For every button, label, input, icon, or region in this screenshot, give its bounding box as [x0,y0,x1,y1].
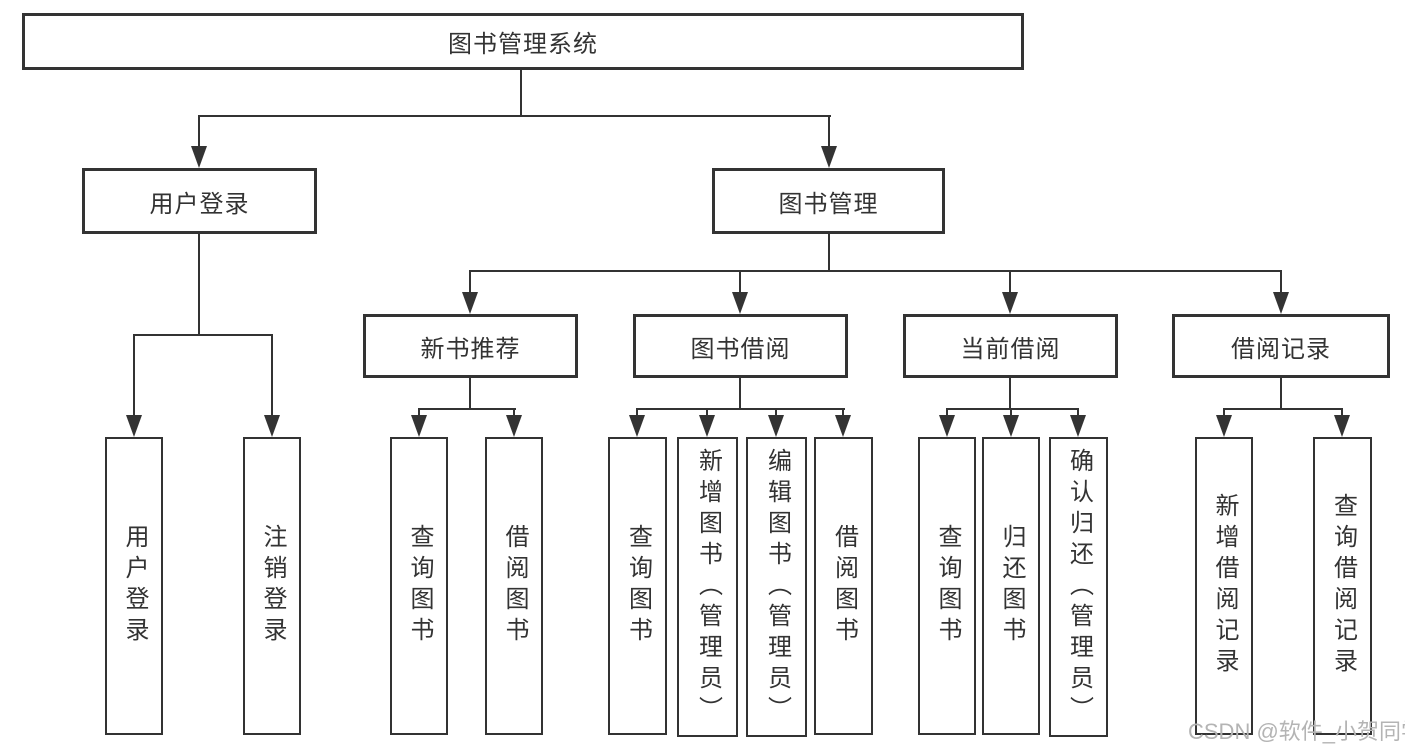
arrow-down-icon [1070,415,1086,437]
leaf-user-login: 用户登录 [105,437,163,735]
node-library-management-system: 图书管理系统 [22,13,1024,70]
leaf-query-books-borrowing: 查询图书 [608,437,667,735]
connector-drop-leaf [706,408,708,418]
arrow-down-icon [411,415,427,437]
leaf-confirm-return-admin: 确认归还（管理员） [1049,437,1108,737]
connector-rail [946,408,1079,410]
arrow-down-icon [835,415,851,437]
connector-user-login-rail [133,334,273,336]
connector-drop-leaf [418,408,420,418]
arrow-down-icon [1334,415,1350,437]
connector-drop-leaf [636,408,638,418]
connector-level3-rail [469,270,1282,272]
connector-drop-leaf [1010,408,1012,418]
arrow-down-icon [126,415,142,437]
connector-rail [1223,408,1343,410]
arrow-down-icon [1002,292,1018,314]
connector-drop-current-borrow [1009,270,1011,294]
connector-drop-new-book [469,270,471,294]
connector-drop-book-borrow [739,270,741,294]
connector-root-stem [520,70,522,117]
connector-drop-leaf [1077,408,1079,418]
arrow-down-icon [1003,415,1019,437]
arrow-down-icon [506,415,522,437]
leaf-logout: 注销登录 [243,437,301,735]
connector-user-login-stem [198,234,200,336]
arrow-down-icon [1216,415,1232,437]
leaf-add-borrow-record: 新增借阅记录 [1195,437,1253,735]
leaf-borrow-books-recommend: 借阅图书 [485,437,543,735]
arrow-down-icon [1273,292,1289,314]
connector-rail [418,408,516,410]
node-current-borrowing: 当前借阅 [903,314,1118,378]
node-user-login: 用户登录 [82,168,317,234]
arrow-down-icon [191,146,207,168]
arrow-down-icon [699,415,715,437]
connector-drop-leaf [133,334,135,417]
leaf-edit-books-admin: 编辑图书（管理员） [746,437,807,737]
connector-drop-borrow-record [1280,270,1282,294]
node-book-management: 图书管理 [712,168,945,234]
connector-drop-leaf [513,408,515,418]
connector-drop-leaf [1223,408,1225,418]
arrow-down-icon [732,292,748,314]
arrow-down-icon [768,415,784,437]
connector-rail [636,408,845,410]
connector-stem [469,378,471,410]
connector-drop-book-management [828,115,830,148]
leaf-query-borrow-record: 查询借阅记录 [1313,437,1372,735]
connector-stem [1280,378,1282,410]
arrow-down-icon [629,415,645,437]
node-book-borrowing: 图书借阅 [633,314,848,378]
leaf-query-books-recommend: 查询图书 [390,437,448,735]
leaf-add-books-admin: 新增图书（管理员） [677,437,738,737]
connector-drop-user-login [198,115,200,148]
connector-drop-leaf [1341,408,1343,418]
leaf-query-books-current: 查询图书 [918,437,976,735]
connector-book-mgmt-stem [828,234,830,272]
connector-stem [739,378,741,410]
leaf-borrow-books-borrowing: 借阅图书 [814,437,873,735]
node-borrowing-records: 借阅记录 [1172,314,1390,378]
connector-drop-leaf [271,334,273,417]
connector-drop-leaf [775,408,777,418]
arrow-down-icon [264,415,280,437]
connector-level1-rail [198,115,831,117]
leaf-return-books: 归还图书 [982,437,1040,735]
connector-drop-leaf [842,408,844,418]
csdn-watermark: CSDN @软件_小贺同学 [1188,719,1405,744]
node-new-book-recommendation: 新书推荐 [363,314,578,378]
connector-stem [1009,378,1011,410]
arrow-down-icon [462,292,478,314]
arrow-down-icon [939,415,955,437]
arrow-down-icon [821,146,837,168]
connector-drop-leaf [946,408,948,418]
